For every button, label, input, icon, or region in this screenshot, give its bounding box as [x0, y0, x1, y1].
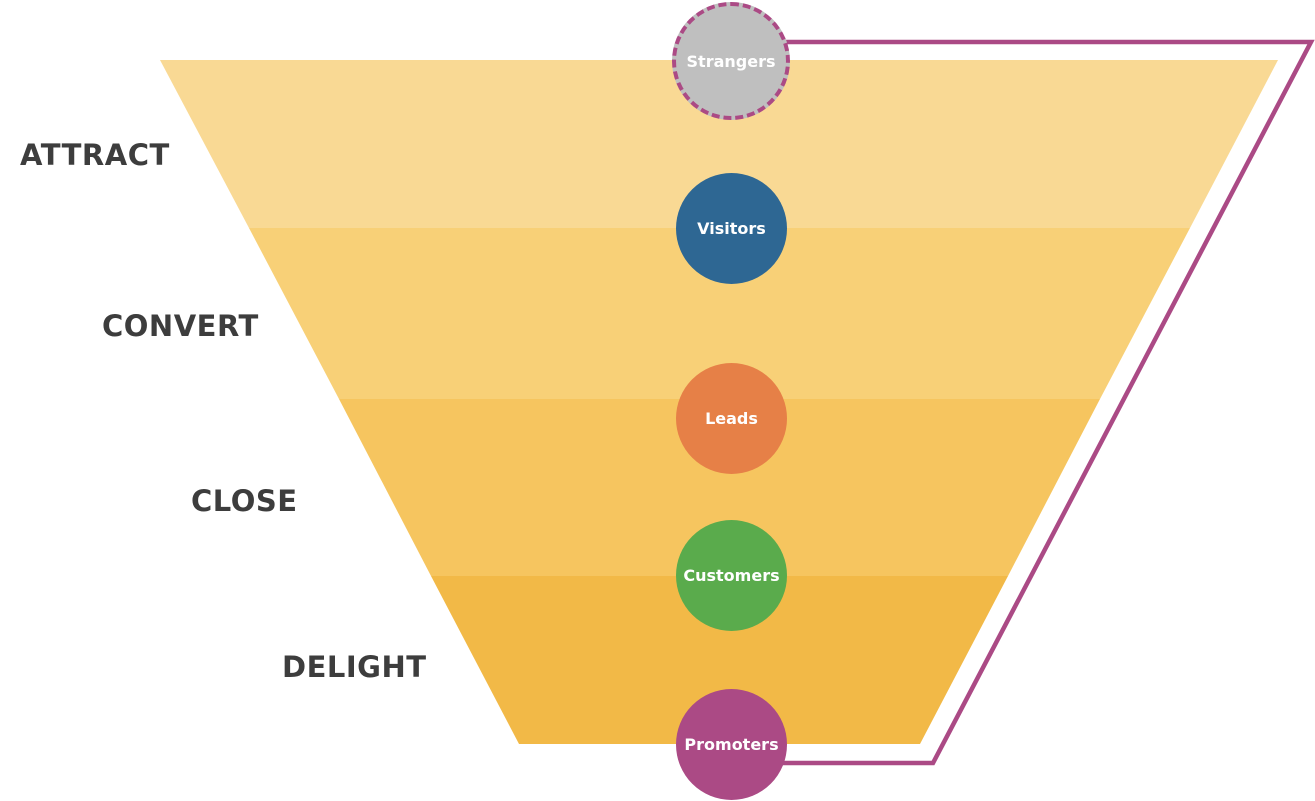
stage-label-convert: CONVERT [102, 309, 259, 343]
stage-label-close: CLOSE [191, 484, 298, 518]
feedback-loop-line [731, 39, 1315, 766]
stage-label-attract: ATTRACT [20, 138, 170, 172]
node-strangers: Strangers [672, 2, 790, 120]
funnel-band-delight [431, 576, 1008, 744]
node-strangers-label: Strangers [686, 51, 776, 71]
funnel-band-convert [249, 228, 1190, 399]
node-visitors-label: Visitors [697, 219, 766, 238]
node-customers-label: Customers [683, 566, 780, 585]
node-visitors: Visitors [676, 173, 787, 284]
node-leads: Leads [676, 363, 787, 474]
funnel-band-close [339, 399, 1100, 576]
node-promoters: Promoters [676, 689, 787, 800]
node-leads-label: Leads [705, 409, 758, 428]
stage-label-delight: DELIGHT [282, 650, 427, 684]
node-promoters-label: Promoters [684, 735, 779, 754]
funnel-band-attract [160, 60, 1278, 228]
node-customers: Customers [676, 520, 787, 631]
